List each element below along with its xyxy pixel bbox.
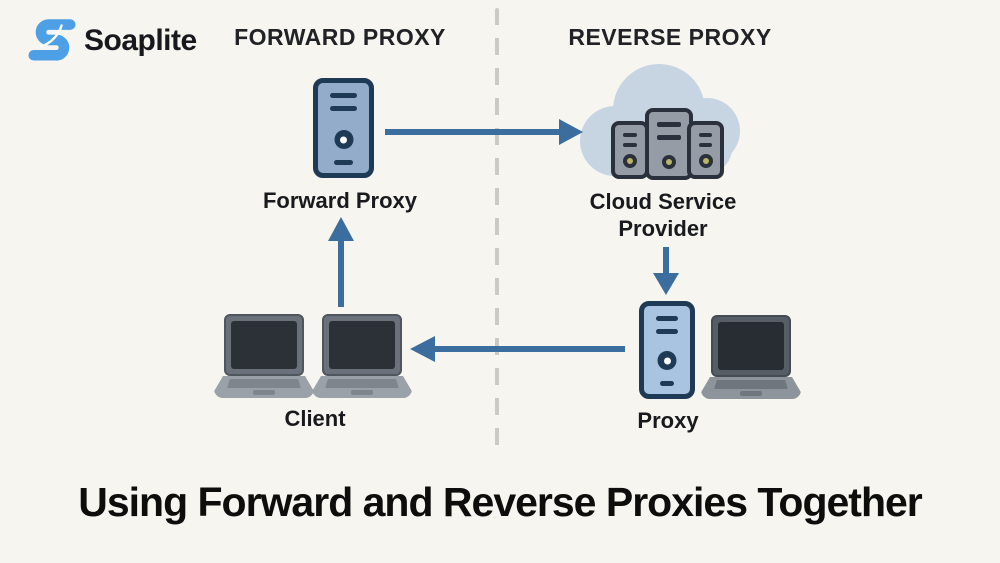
- server-power-button: [334, 130, 353, 149]
- reverse-proxy-header: REVERSE PROXY: [568, 24, 772, 50]
- cloud-provider-label: Cloud Service Provider: [589, 189, 737, 241]
- datacenter-server-icon: [645, 108, 693, 180]
- arrow-forward-to-cloud: [385, 119, 583, 145]
- arrow-proxy-to-client: [410, 336, 625, 362]
- arrow-cloud-to-proxy: [653, 247, 679, 295]
- brand-logo: Soaplite: [28, 14, 197, 67]
- datacenter-server-icon: [611, 121, 649, 179]
- datacenter-server-icon: [687, 121, 724, 179]
- s-swoosh-logo-icon: [28, 14, 76, 67]
- forward-proxy-header: FORWARD PROXY: [234, 24, 446, 50]
- arrow-client-to-forward: [328, 217, 354, 307]
- proxy-label: Proxy: [637, 408, 699, 433]
- server-vent-slot: [656, 316, 678, 321]
- server-power-button: [657, 351, 677, 370]
- server-vent-slot: [330, 93, 357, 98]
- origin-laptop-icon: [701, 315, 801, 399]
- page-title: Using Forward and Reverse Proxies Togeth…: [78, 479, 923, 525]
- client-laptop-icon: [214, 314, 314, 398]
- client-laptop-icon: [312, 314, 412, 398]
- forward-proxy-server-icon: [313, 78, 374, 178]
- dashed-divider: [495, 8, 499, 448]
- server-foot-slot: [334, 160, 353, 165]
- server-vent-slot: [656, 329, 678, 334]
- forward-proxy-label: Forward Proxy: [262, 188, 418, 213]
- server-foot-slot: [660, 381, 674, 386]
- brand-name: Soaplite: [84, 23, 197, 57]
- client-label: Client: [284, 406, 346, 431]
- reverse-proxy-server-icon: [639, 301, 695, 399]
- server-vent-slot: [330, 106, 357, 111]
